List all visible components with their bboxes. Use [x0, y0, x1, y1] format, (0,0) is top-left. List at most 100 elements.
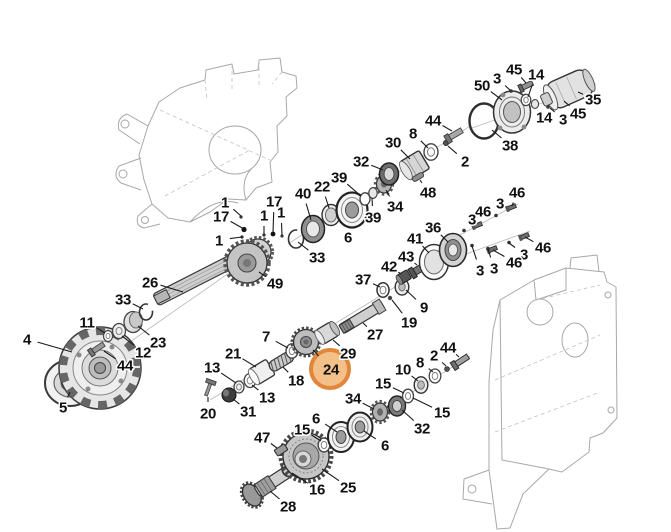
callout-3[interactable]: 3 — [491, 69, 502, 89]
callout-3[interactable]: 3 — [488, 259, 499, 279]
callout-17[interactable]: 17 — [211, 207, 230, 227]
callout-46[interactable]: 46 — [504, 253, 523, 273]
callout-41[interactable]: 41 — [405, 229, 424, 249]
callout-47[interactable]: 47 — [252, 428, 271, 448]
callout-26[interactable]: 26 — [140, 273, 159, 293]
callout-27[interactable]: 27 — [365, 325, 384, 345]
callout-15[interactable]: 15 — [373, 374, 392, 394]
callout-6[interactable]: 6 — [310, 409, 321, 429]
callout-leader-line — [563, 100, 570, 107]
callout-13[interactable]: 13 — [202, 358, 221, 378]
callout-18[interactable]: 18 — [286, 371, 305, 391]
callout-1[interactable]: 1 — [275, 203, 286, 223]
callout-leader-line — [311, 434, 322, 442]
highlight-circle[interactable] — [309, 348, 351, 390]
callout-44[interactable]: 44 — [438, 338, 458, 358]
callout-leader-line — [232, 208, 242, 217]
callout-45[interactable]: 45 — [568, 104, 587, 124]
callout-44[interactable]: 44 — [423, 111, 443, 131]
callout-33[interactable]: 33 — [113, 290, 132, 310]
callout-leader-line — [270, 443, 278, 449]
callout-1[interactable]: 1 — [219, 193, 230, 213]
callout-2[interactable]: 2 — [428, 346, 439, 366]
callout-1[interactable]: 1 — [213, 231, 224, 251]
callout-39[interactable]: 39 — [329, 168, 348, 188]
callout-34[interactable]: 34 — [385, 197, 405, 217]
callout-3[interactable]: 3 — [494, 194, 505, 214]
callout-39[interactable]: 39 — [363, 208, 382, 228]
callout-1[interactable]: 1 — [258, 206, 269, 226]
callout-44[interactable]: 44 — [115, 356, 135, 376]
callout-34[interactable]: 34 — [343, 389, 363, 409]
callout-leader-line — [401, 409, 415, 422]
callout-17[interactable]: 17 — [264, 192, 283, 212]
callout-8[interactable]: 8 — [407, 124, 418, 144]
part-cup-washer-23 — [123, 310, 143, 334]
callout-3[interactable]: 3 — [466, 210, 477, 230]
callout-40[interactable]: 40 — [293, 184, 312, 204]
callout-leader-line — [242, 358, 257, 368]
callout-4[interactable]: 4 — [21, 330, 33, 350]
callout-43[interactable]: 43 — [396, 247, 415, 267]
housing-right-outline — [462, 254, 618, 530]
callout-5[interactable]: 5 — [57, 398, 68, 418]
callout-3[interactable]: 3 — [518, 245, 529, 265]
callout-9[interactable]: 9 — [418, 298, 429, 318]
callout-13[interactable]: 13 — [257, 388, 276, 408]
callout-11[interactable]: 11 — [78, 313, 97, 333]
callout-23[interactable]: 23 — [148, 333, 167, 353]
callout-19[interactable]: 19 — [399, 313, 418, 333]
callout-leader-line — [132, 303, 144, 310]
callout-16[interactable]: 16 — [307, 480, 326, 500]
housing-left-outline — [115, 57, 298, 229]
callout-35[interactable]: 35 — [583, 90, 602, 110]
callout-14[interactable]: 14 — [526, 65, 546, 85]
callout-36[interactable]: 36 — [423, 218, 442, 238]
callout-leader-line — [346, 183, 362, 197]
callout-leader-line — [412, 397, 433, 408]
callout-24[interactable]: 24 — [323, 361, 340, 378]
callout-6[interactable]: 6 — [342, 228, 353, 248]
callout-15[interactable]: 15 — [432, 403, 451, 423]
callout-14[interactable]: 14 — [534, 108, 554, 128]
callout-37[interactable]: 37 — [353, 270, 372, 290]
callout-3[interactable]: 3 — [557, 110, 568, 130]
callout-7[interactable]: 7 — [260, 327, 271, 347]
callout-3[interactable]: 3 — [474, 261, 485, 281]
callout-46[interactable]: 46 — [533, 238, 552, 258]
callout-leader-line — [220, 372, 237, 384]
callout-22[interactable]: 22 — [312, 177, 331, 197]
callout-12[interactable]: 12 — [133, 343, 152, 363]
callout-33[interactable]: 33 — [307, 248, 326, 268]
callout-30[interactable]: 30 — [383, 133, 402, 153]
callout-25[interactable]: 25 — [338, 478, 357, 498]
callout-leader-line — [332, 339, 341, 347]
callout-32[interactable]: 32 — [351, 152, 370, 172]
callout-2[interactable]: 2 — [459, 152, 470, 172]
callout-10[interactable]: 10 — [393, 360, 412, 380]
callout-31[interactable]: 31 — [238, 402, 257, 422]
callout-20[interactable]: 20 — [198, 404, 217, 424]
callout-28[interactable]: 28 — [278, 497, 297, 517]
callout-leader-line — [405, 289, 417, 300]
callout-45[interactable]: 45 — [504, 60, 523, 80]
callout-48[interactable]: 48 — [418, 183, 437, 203]
part-washer-13-a — [233, 380, 245, 394]
callout-46[interactable]: 46 — [473, 202, 492, 222]
callout-leader-line — [282, 366, 289, 373]
callout-21[interactable]: 21 — [223, 344, 242, 364]
callout-8[interactable]: 8 — [414, 353, 425, 373]
part-bolt-45-a — [517, 80, 535, 94]
callout-leader-line — [524, 236, 534, 243]
callout-42[interactable]: 42 — [379, 257, 398, 277]
callout-29[interactable]: 29 — [338, 344, 357, 364]
callout-6[interactable]: 6 — [379, 436, 390, 456]
callout-49[interactable]: 49 — [265, 274, 284, 294]
callout-38[interactable]: 38 — [500, 136, 519, 156]
callout-32[interactable]: 32 — [412, 419, 431, 439]
part-race-32-upper — [378, 162, 400, 186]
callout-46[interactable]: 46 — [507, 183, 526, 203]
callout-15[interactable]: 15 — [292, 420, 311, 440]
callout-leader-line — [455, 353, 460, 358]
callout-50[interactable]: 50 — [472, 76, 491, 96]
